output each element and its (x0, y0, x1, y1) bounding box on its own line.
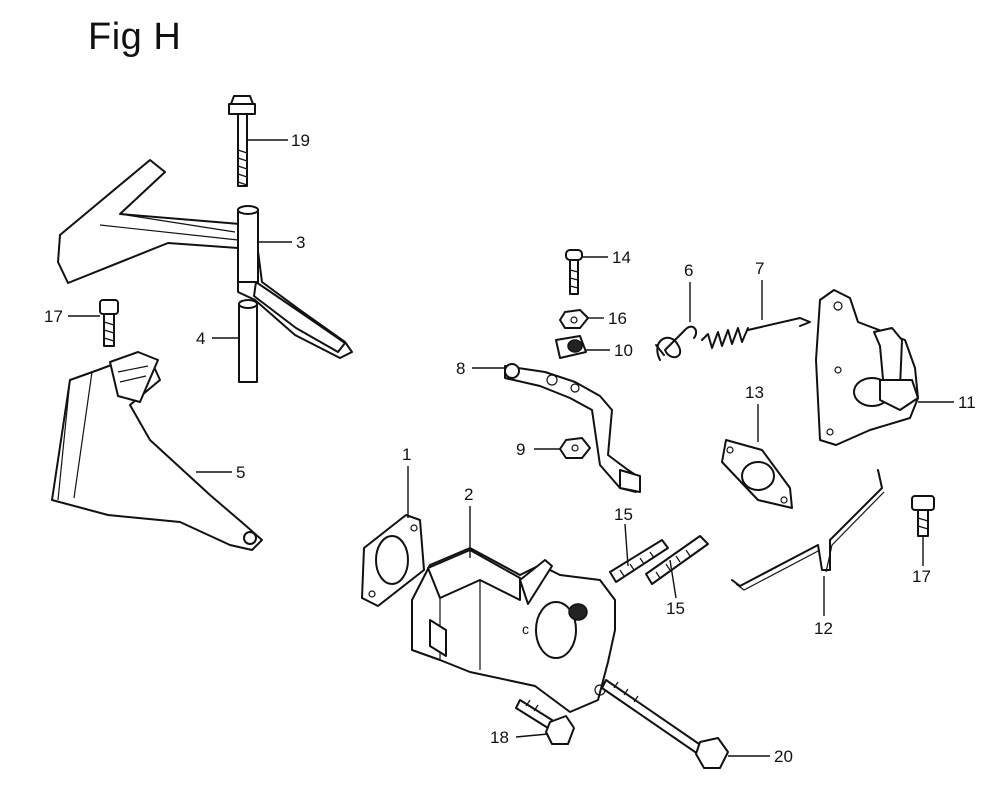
figure-title: Fig H (88, 16, 182, 58)
callout-9: 9 (516, 440, 525, 459)
callout-15b: 15 (666, 599, 685, 618)
callout-10: 10 (614, 341, 633, 360)
callout-15a: 15 (614, 505, 633, 524)
part-16-nut[interactable] (559, 309, 589, 329)
part-11-bracket[interactable] (815, 289, 919, 446)
part-7-spring[interactable] (701, 317, 811, 349)
callout-labels: 19 3 17 4 5 14 6 7 16 10 8 13 11 9 1 2 1… (44, 131, 976, 766)
callout-3: 3 (296, 233, 305, 252)
part-6-spring[interactable] (655, 325, 698, 361)
callout-16: 16 (608, 309, 627, 328)
part-10-collar[interactable] (555, 335, 587, 359)
part-18-bolt[interactable] (515, 699, 575, 745)
part-17a-bolt[interactable] (99, 299, 119, 347)
callout-7: 7 (755, 259, 764, 278)
callout-17b: 17 (912, 567, 931, 586)
part-9-nut[interactable] (559, 437, 591, 459)
callout-4: 4 (196, 329, 205, 348)
part-12-rod[interactable] (731, 469, 885, 591)
callout-12: 12 (814, 619, 833, 638)
part-15b-stud[interactable] (645, 535, 709, 585)
callout-8: 8 (456, 359, 465, 378)
callout-5: 5 (236, 463, 245, 482)
part-3-lever[interactable] (57, 159, 353, 359)
part-1-gasket[interactable] (361, 514, 425, 607)
part-4-shaft[interactable] (238, 299, 258, 383)
part-15a-stud[interactable] (609, 539, 669, 583)
callout-2: 2 (464, 485, 473, 504)
svg-text:c: c (522, 621, 529, 637)
callout-20: 20 (774, 747, 793, 766)
callout-13: 13 (745, 383, 764, 402)
callout-11: 11 (958, 393, 976, 412)
callout-1: 1 (402, 445, 411, 464)
leader-lines (68, 139, 954, 757)
part-5-lever[interactable] (51, 351, 263, 551)
callout-14: 14 (612, 248, 631, 267)
callout-19: 19 (291, 131, 310, 150)
part-13-gasket[interactable] (721, 439, 793, 509)
callout-6: 6 (684, 261, 693, 280)
part-17b-bolt[interactable] (911, 495, 935, 537)
part-8-lever[interactable] (504, 363, 641, 493)
callout-18: 18 (490, 728, 509, 747)
part-19-bolt[interactable] (228, 95, 256, 187)
part-2-carburetor[interactable]: c (411, 547, 616, 713)
callout-17a: 17 (44, 307, 63, 326)
part-20-bolt[interactable] (601, 679, 729, 769)
part-14-screw[interactable] (565, 249, 583, 295)
